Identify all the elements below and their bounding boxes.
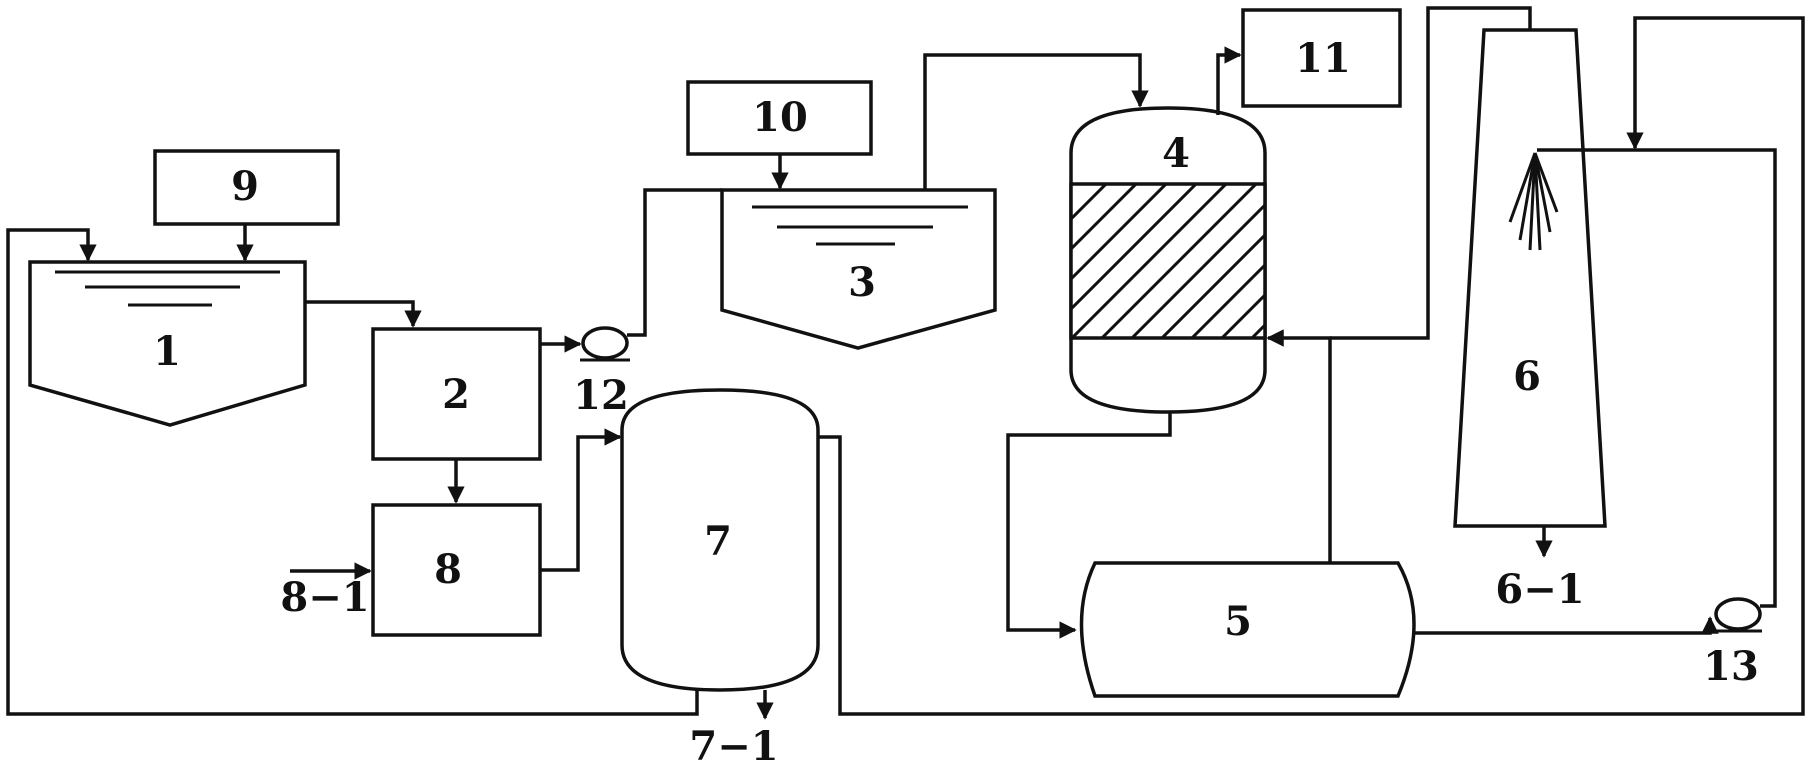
pipe-7-to-1-recycle [6,228,699,716]
box-8-label: 8 [434,546,462,593]
pump-12-label: 12 [573,372,629,419]
pipe-pump-12-to-3 [627,188,722,337]
box-2-label: 2 [442,371,470,418]
box-11: 11 [1241,8,1402,108]
box-11-label: 11 [1295,35,1351,82]
box-9: 9 [153,149,340,226]
tank-3-label: 3 [848,259,876,306]
piping [6,6,1805,720]
packed-bed-hatching [1072,185,1264,337]
pipe-pump-13-to-spray [1537,148,1777,608]
tank-1-label: 1 [153,328,181,375]
box-9-label: 9 [231,163,259,210]
stream-8-1-label: 8−1 [280,574,369,621]
tower-6: 6 [1453,28,1607,528]
pipe-3-to-4 [923,53,1149,190]
pipe-8-to-7 [540,428,622,572]
tower-6-label: 6 [1513,353,1541,400]
pump-12: 12 [573,326,630,419]
pipe-1-to-2 [305,300,422,328]
pipe-7-to-tower-6-spray [818,16,1805,716]
tank-3: 3 [720,188,997,350]
vessel-5-label: 5 [1224,598,1252,645]
box-2: 2 [371,327,542,461]
vessel-5: 5 [1079,561,1416,698]
vessel-7: 7 [620,388,820,692]
reactor-4-label: 4 [1162,130,1190,177]
pump-13-label: 13 [1703,643,1759,690]
box-10: 10 [686,80,873,156]
box-8: 8 [371,503,542,637]
pipe-4-to-11 [1216,46,1242,115]
box-10-label: 10 [752,94,808,141]
vessel-7-label: 7 [704,518,732,565]
pipe-4-to-5 [1006,412,1172,639]
pipe-5-to-pump-13 [1415,616,1719,635]
tank-1: 1 [28,260,307,427]
pipe-5-to-4 [1266,329,1332,563]
reactor-4: 4 [1069,106,1267,414]
stream-6-1-label: 6−1 [1495,566,1584,613]
stream-7-1-label: 7−1 [689,723,778,767]
pipe-4-to-tower-6 [1330,6,1532,340]
pump-13: 13 [1703,597,1762,690]
spray-nozzle-icon [1508,152,1559,251]
